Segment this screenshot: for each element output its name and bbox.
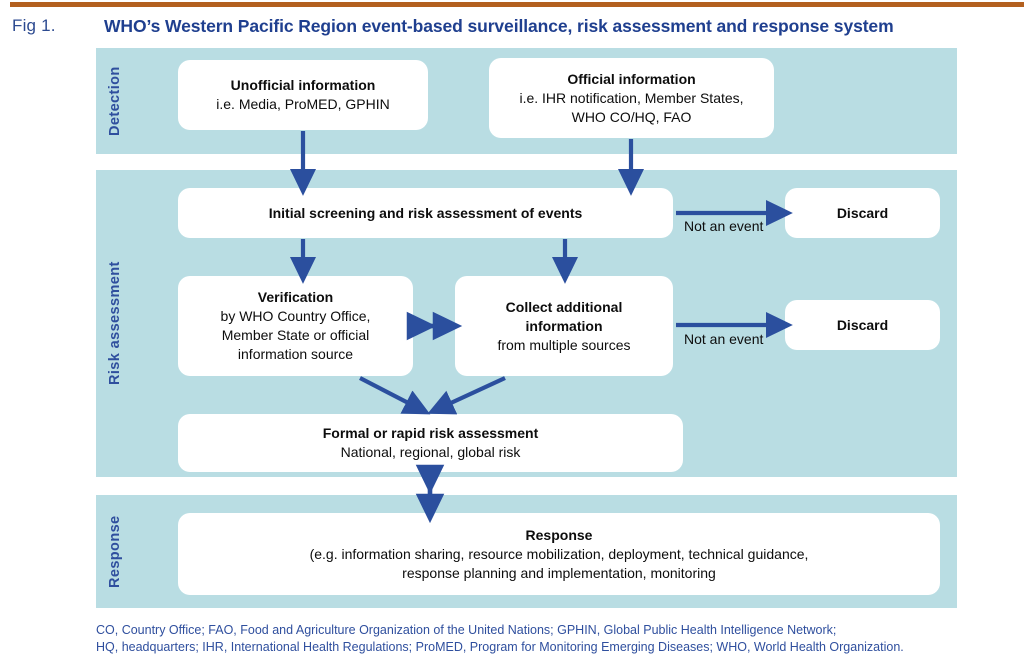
node-subtitle-line-2: response planning and implementation, mo… — [402, 564, 716, 581]
node-subtitle-line-1: National, regional, global risk — [340, 444, 521, 460]
node-discard-1: Discard — [785, 188, 940, 238]
footnote-line-1: CO, Country Office; FAO, Food and Agricu… — [96, 623, 837, 637]
node-title: Discard — [836, 204, 889, 221]
node-subtitle-line-1: (e.g. information sharing, resource mobi… — [309, 545, 809, 562]
node-initial-screening: Initial screening and risk assessment of… — [178, 188, 673, 238]
node-title: Verification — [257, 289, 334, 305]
node-subtitle-line-1: i.e. Media, ProMED, GPHIN — [216, 96, 390, 112]
node-verification: Verification by WHO Country Office, Memb… — [178, 276, 413, 376]
arrow-label-not-an-event-2: Not an event — [684, 331, 764, 347]
figure-number-label: Fig 1. — [12, 16, 56, 35]
node-subtitle-line-1: i.e. IHR notification, Member States, — [519, 89, 744, 106]
node-title-line-1: Collect additional — [505, 298, 623, 315]
node-response: Response (e.g. information sharing, reso… — [178, 513, 940, 595]
node-title: Official information — [567, 70, 696, 87]
node-official-information: Official information i.e. IHR notificati… — [489, 58, 774, 138]
node-title: Formal or rapid risk assessment — [322, 425, 539, 441]
node-subtitle-line-1: from multiple sources — [497, 336, 631, 353]
node-subtitle-line-1: by WHO Country Office, — [220, 308, 371, 324]
node-title: Response — [525, 526, 593, 543]
node-subtitle-line-2: Member State or official — [221, 327, 370, 343]
node-title: Discard — [836, 316, 889, 333]
node-formal-or-rapid-risk-assessment: Formal or rapid risk assessment National… — [178, 414, 683, 472]
top-rule-divider — [10, 2, 1024, 7]
figure-footnote: CO, Country Office; FAO, Food and Agricu… — [96, 622, 1026, 656]
footnote-line-2: HQ, headquarters; IHR, International Hea… — [96, 640, 904, 654]
section-label-detection: Detection — [107, 66, 123, 136]
section-label-response: Response — [107, 515, 123, 588]
section-label-risk-assessment: Risk assessment — [107, 261, 123, 386]
figure-title: WHO’s Western Pacific Region event-based… — [104, 16, 894, 36]
node-collect-additional-information: Collect additional information from mult… — [455, 276, 673, 376]
node-subtitle-line-2: WHO CO/HQ, FAO — [571, 108, 692, 125]
node-subtitle-line-3: information source — [237, 346, 354, 362]
node-title: Initial screening and risk assessment of… — [268, 204, 583, 221]
node-title-line-2: information — [525, 317, 603, 334]
node-discard-2: Discard — [785, 300, 940, 350]
node-unofficial-information: Unofficial information i.e. Media, ProME… — [178, 60, 428, 130]
arrow-label-not-an-event-1: Not an event — [684, 218, 764, 234]
node-title: Unofficial information — [230, 77, 376, 93]
